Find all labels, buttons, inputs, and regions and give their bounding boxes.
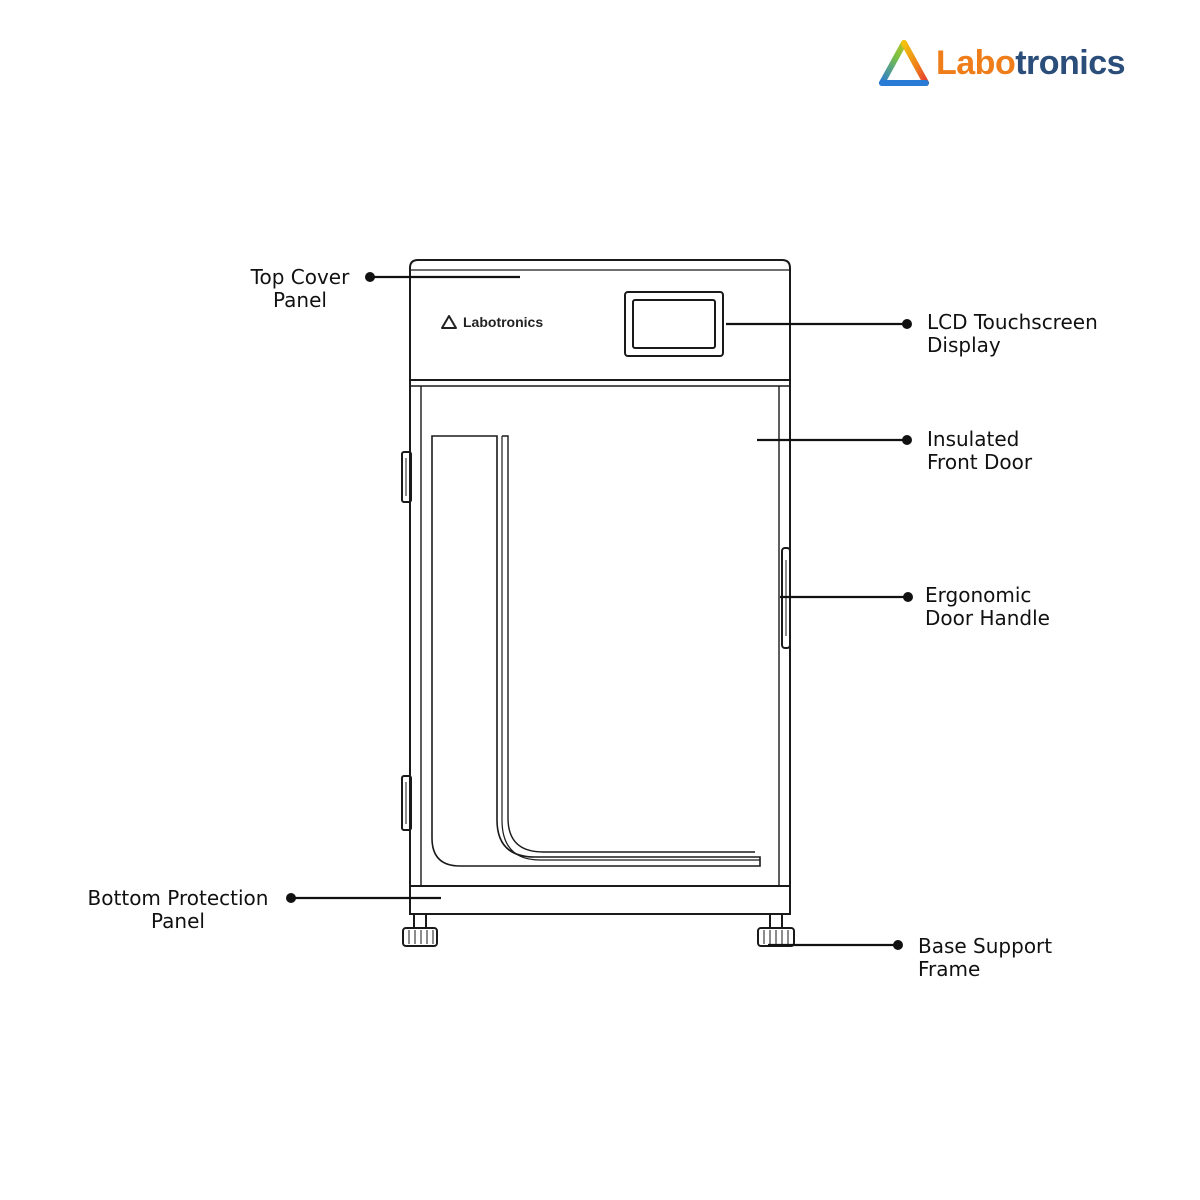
label-top-cover-panel: Top Cover Panel [244, 266, 356, 312]
label-bottom-line1: Bottom Protection [87, 886, 269, 910]
brand-header: Labotronics [878, 38, 1126, 88]
label-bottom-line2: Panel [151, 909, 205, 933]
label-lcd-line1: LCD Touchscreen [927, 310, 1098, 334]
triangle-outline-icon [441, 315, 457, 329]
brand-name-part1: Labo [936, 43, 1016, 82]
label-lcd-touchscreen: LCD Touchscreen Display [927, 311, 1098, 357]
label-top-cover-line1: Top Cover [250, 265, 350, 289]
label-handle-line1: Ergonomic [925, 583, 1032, 607]
brand-name-part2: tronics [1015, 43, 1126, 82]
bottom-protection-panel [409, 885, 791, 915]
base-support-foot-left [402, 913, 438, 947]
door-hinge-top [401, 451, 412, 503]
leader-door [757, 435, 912, 445]
lcd-touchscreen [624, 291, 724, 357]
label-ergonomic-door-handle: Ergonomic Door Handle [925, 584, 1050, 630]
door-hinge-bottom [401, 775, 412, 831]
cabinet-body [409, 379, 791, 887]
label-top-cover-line2: Panel [273, 288, 327, 312]
leader-lcd [726, 319, 912, 329]
insulated-front-door [431, 435, 761, 867]
unit-logo: Labotronics [440, 314, 543, 330]
label-base-support-frame: Base Support Frame [918, 935, 1052, 981]
label-handle-line2: Door Handle [925, 606, 1050, 630]
base-support-foot-right [757, 913, 795, 947]
label-door-line1: Insulated [927, 427, 1020, 451]
unit-logo-text: Labotronics [463, 314, 544, 330]
leader-handle [780, 592, 913, 602]
label-lcd-line2: Display [927, 333, 1001, 357]
label-door-line2: Front Door [927, 450, 1033, 474]
label-bottom-protection-panel: Bottom Protection Panel [76, 887, 280, 933]
top-cover-panel [409, 259, 791, 381]
label-base-line1: Base Support [918, 934, 1053, 958]
leader-base [768, 940, 903, 950]
brand-name: Labotronics [936, 43, 1126, 83]
triangle-logo-icon [879, 40, 929, 86]
label-base-line2: Frame [918, 957, 981, 981]
label-insulated-front-door: Insulated Front Door [927, 428, 1032, 474]
leader-top-cover [365, 272, 520, 282]
leader-bottom [286, 893, 441, 903]
